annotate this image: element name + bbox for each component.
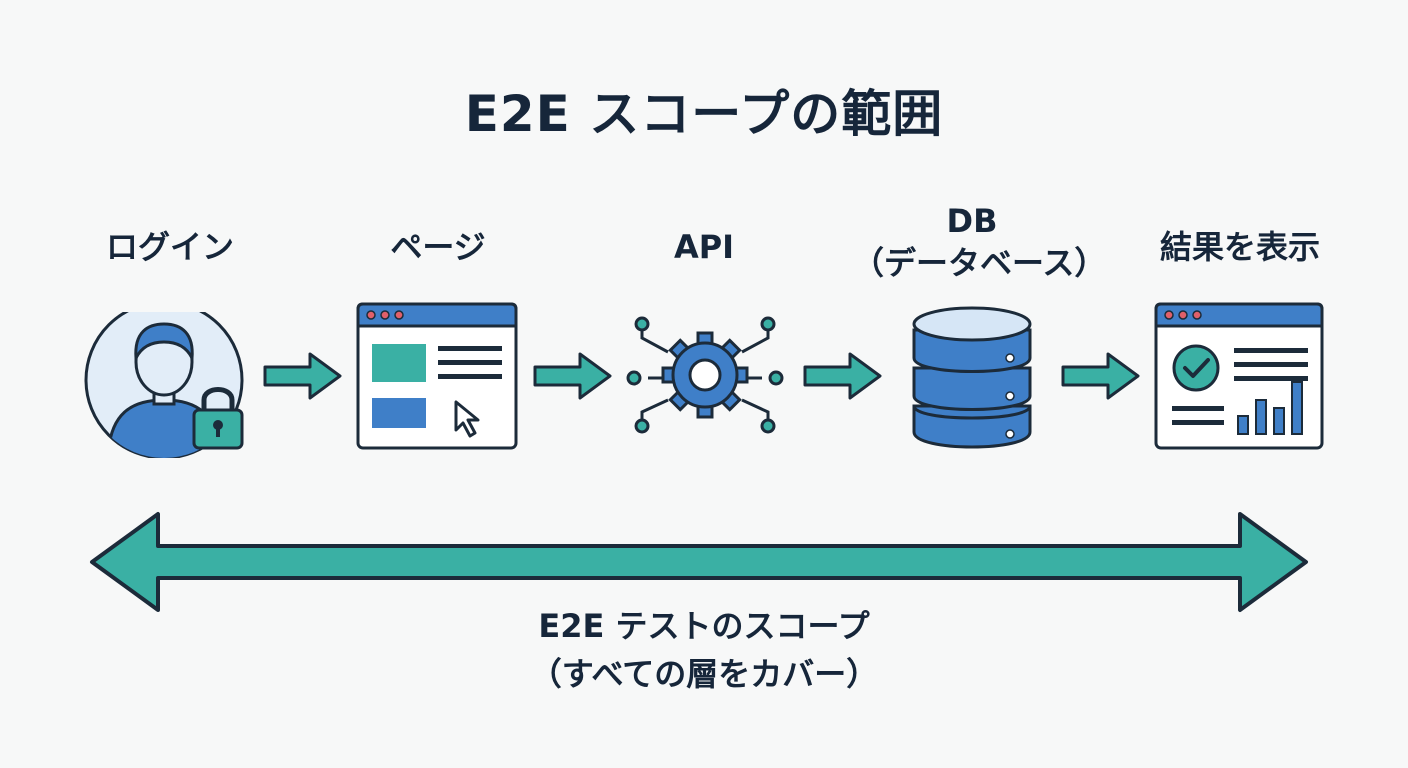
step-label-api: API — [673, 228, 735, 266]
flow-arrow-1 — [263, 352, 342, 400]
flow-arrow-2 — [533, 352, 612, 400]
result-dashboard-icon — [1154, 302, 1324, 450]
flow-arrow-4 — [1061, 352, 1140, 400]
user-lock-icon — [84, 312, 244, 458]
step-label-page: ページ — [390, 228, 486, 266]
step-label-result: 結果を表示 — [1159, 228, 1320, 266]
gear-network-icon — [626, 316, 784, 434]
scope-caption-line1: E2E テストのスコープ — [538, 607, 870, 645]
scope-caption: E2E テストのスコープ （すべての層をカバー） — [0, 602, 1408, 698]
scope-double-arrow — [90, 512, 1308, 612]
diagram-title: E2E スコープの範囲 — [464, 85, 944, 143]
scope-caption-line2: （すべての層をカバー） — [529, 655, 879, 693]
step-label-login: ログイン — [105, 228, 234, 266]
step-label-db: DB （データベース） — [852, 202, 1107, 282]
flow-arrow-3 — [803, 352, 882, 400]
browser-page-icon — [356, 302, 518, 450]
database-icon — [912, 306, 1032, 449]
